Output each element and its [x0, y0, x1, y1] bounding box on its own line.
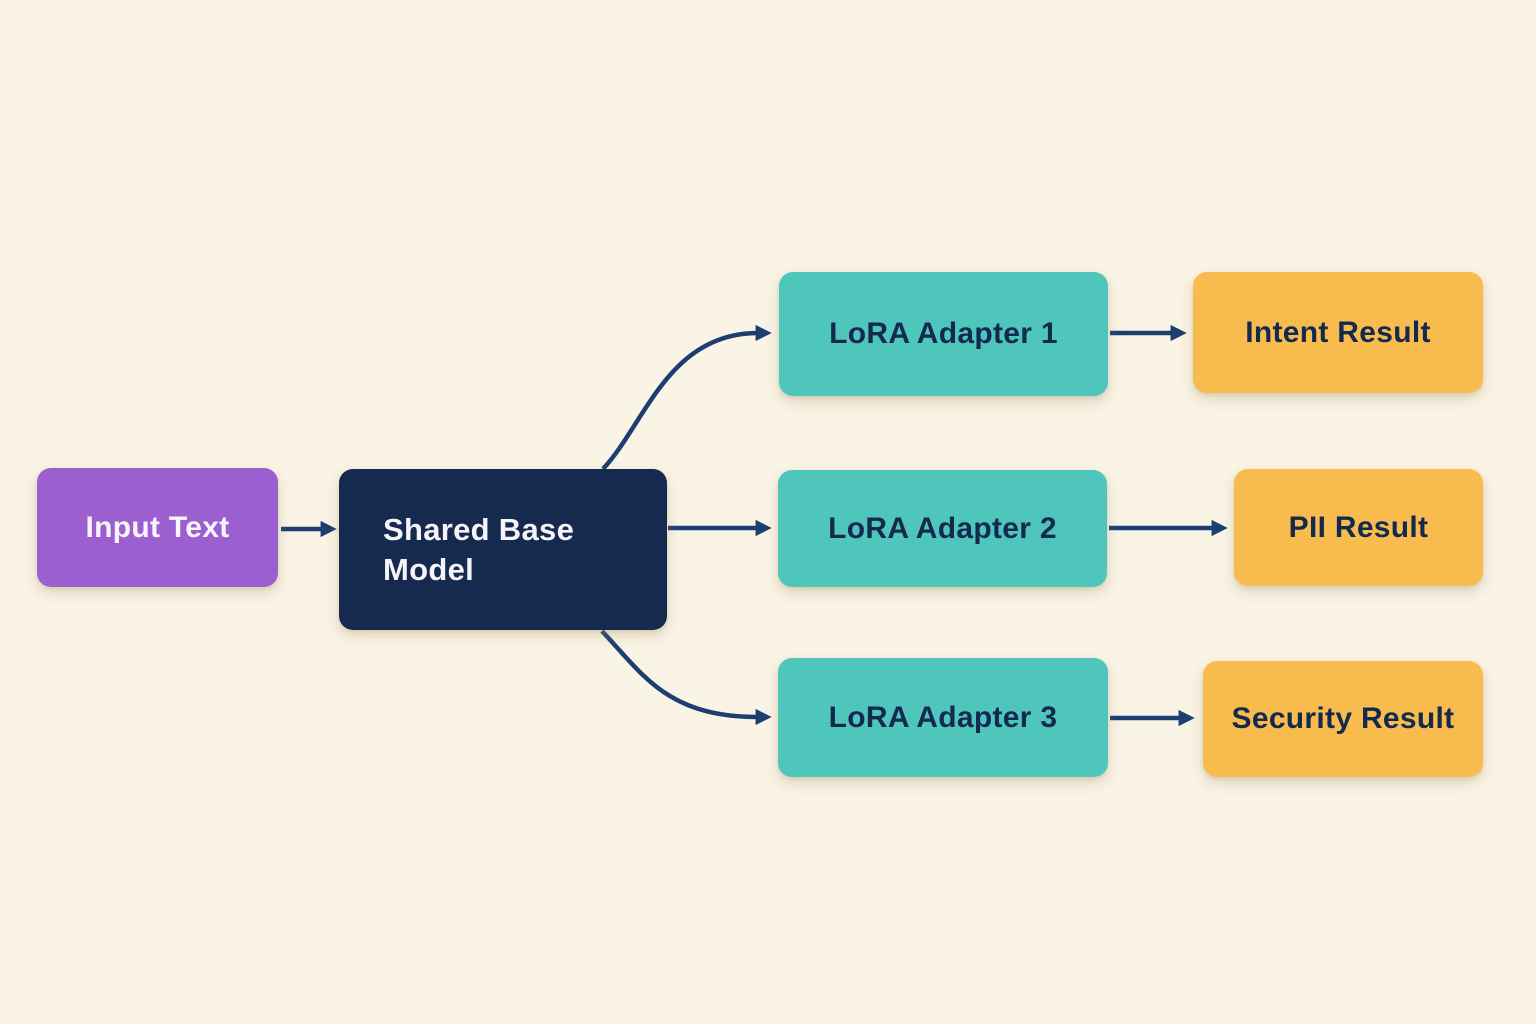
node-shared-base-model: Shared Base Model — [339, 469, 667, 630]
node-security-result: Security Result — [1203, 661, 1483, 777]
edge-base-to-adapter1 — [601, 324, 772, 471]
node-label: Intent Result — [1245, 315, 1431, 349]
edge-base-to-adapter3 — [600, 629, 772, 726]
node-label: LoRA Adapter 3 — [828, 700, 1058, 734]
node-label: PII Result — [1288, 510, 1429, 544]
node-lora-adapter-3: LoRA Adapter 3 — [778, 658, 1108, 777]
node-label: Security Result — [1231, 702, 1455, 735]
node-intent-result: Intent Result — [1193, 272, 1483, 393]
node-lora-adapter-2: LoRA Adapter 2 — [778, 470, 1107, 587]
node-label: Input Text — [85, 510, 230, 544]
node-pii-result: PII Result — [1234, 469, 1483, 586]
node-label: Shared Base Model — [383, 511, 575, 587]
node-input-text: Input Text — [37, 468, 278, 587]
node-label: LoRA Adapter 2 — [828, 511, 1057, 545]
node-lora-adapter-1: LoRA Adapter 1 — [779, 272, 1108, 396]
node-label: LoRA Adapter 1 — [829, 317, 1058, 350]
